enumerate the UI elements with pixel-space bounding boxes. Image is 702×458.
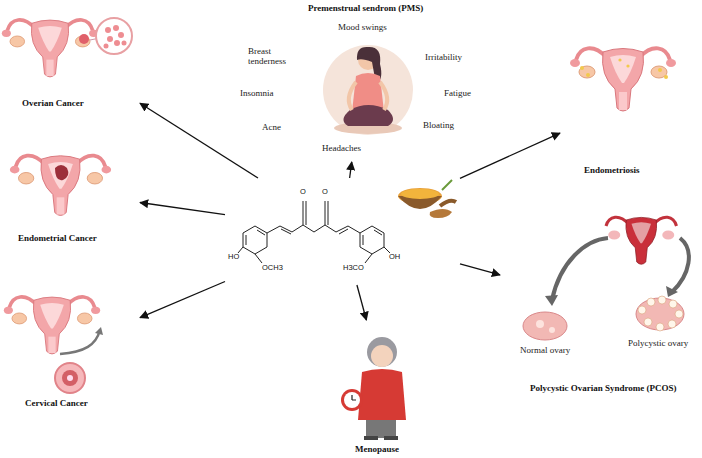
heading-label: Cervical Cancer — [25, 398, 88, 408]
curcumin-structure: O O HO OCH3 H3CO OH — [225, 178, 460, 285]
condition-label: Cervical Cancer — [0, 280, 140, 415]
arrow-connector — [140, 282, 225, 318]
heading-label: Endometrial Cancer — [18, 233, 97, 243]
condition-label: Endometriosis — [560, 25, 695, 180]
arrow-connector — [140, 203, 225, 215]
heading-label: Endometriosis — [584, 165, 640, 175]
chem-label: OCH3 — [262, 264, 283, 273]
heading-label: Premenstrual sendrom (PMS) — [308, 3, 423, 13]
chem-label: HO — [228, 253, 239, 262]
chem-label: OH — [389, 253, 400, 262]
chem-label: H3CO — [343, 264, 364, 273]
arrow-connector — [460, 133, 560, 178]
heading-label: Menopause — [355, 444, 399, 454]
symptom-label: Irritability — [425, 52, 462, 62]
symptom-label: Polycystic ovary — [628, 338, 688, 348]
chem-label: O — [300, 188, 306, 197]
symptom-label: Normal ovary — [520, 345, 570, 355]
symptom-label: Headaches — [322, 143, 361, 153]
pcos-group: Normal ovary Polycystic ovaryPolycystic O… — [500, 205, 700, 400]
symptom-label: Mood swings — [338, 22, 387, 32]
condition-label: Endometrial Cancer — [0, 135, 140, 250]
symptom-label: Insomnia — [240, 88, 274, 98]
heading-label: Overian Cancer — [22, 98, 84, 108]
arrow-connector — [350, 162, 352, 178]
heading-label: Polycystic Ovarian Syndrome (PCOS) — [530, 383, 677, 393]
chem-label: O — [322, 188, 328, 197]
arrow-connector — [140, 103, 258, 178]
condition-label: Menopause — [330, 320, 440, 458]
symptom-label: Bloating — [423, 120, 454, 130]
arrow-connector — [460, 264, 500, 275]
arrow-connector — [357, 285, 366, 320]
symptom-label: Breast tenderness — [248, 46, 300, 67]
condition-label: Overian Cancer — [0, 0, 140, 118]
symptom-label: Acne — [262, 122, 281, 132]
pms-group: Premenstrual sendrom (PMS) Mood swingsIrr… — [220, 0, 505, 162]
symptom-label: Fatigue — [444, 88, 471, 98]
